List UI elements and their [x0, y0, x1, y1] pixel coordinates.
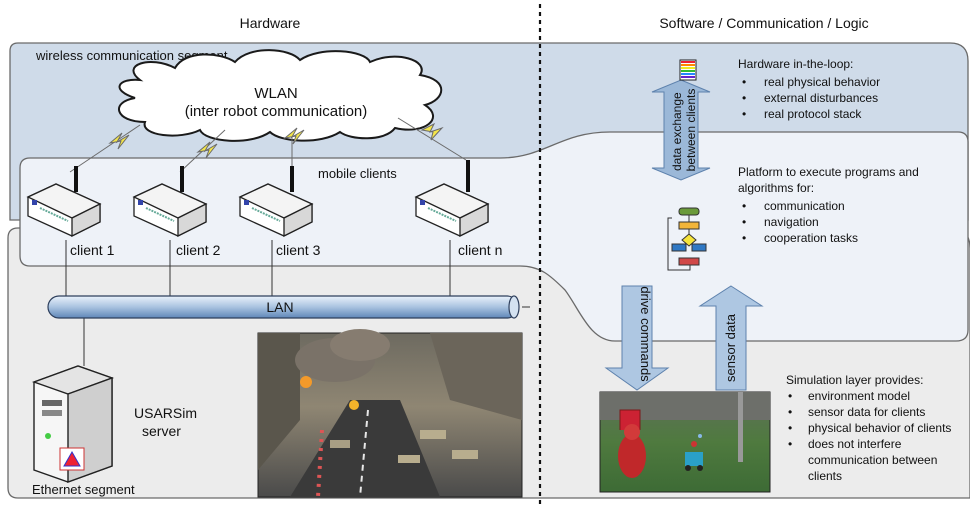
wireless-links: [69, 117, 467, 173]
hil-item: real physical behavior: [764, 75, 880, 89]
simulation-screenshot-city: [257, 329, 523, 498]
client-label: client 1: [70, 242, 115, 258]
bullet: •: [788, 389, 792, 403]
wlan-cloud: WLAN (inter robot communication): [118, 49, 443, 142]
drive-commands-label: drive commands: [638, 286, 653, 382]
usarsim-logo-icon: [63, 450, 81, 467]
simulation-item: environment model: [808, 389, 910, 403]
flowchart-icon: [667, 207, 707, 271]
bullet: •: [742, 107, 746, 121]
sensor-data-label: sensor data: [723, 313, 738, 382]
sensor-data-arrow: sensor data: [698, 285, 764, 391]
bullet: •: [742, 215, 746, 229]
simulation-item: sensor data for clients: [808, 405, 925, 419]
lan-cable: LAN: [47, 295, 520, 319]
lan-label: LAN: [266, 299, 293, 315]
bullet: •: [742, 75, 746, 89]
platform-item: cooperation tasks: [764, 231, 858, 245]
lightning-icon: [420, 122, 444, 141]
bullet: •: [788, 405, 792, 419]
wlan-title: WLAN: [254, 85, 297, 102]
simulation-item: does not interfere: [808, 437, 902, 451]
router-client-1: client 1: [26, 166, 115, 258]
hil-title: Hardware in-the-loop:: [738, 57, 853, 71]
server-icon: USARSim server: [31, 365, 197, 483]
lightning-icon: [108, 132, 130, 150]
ethernet-segment-label: Ethernet segment: [32, 482, 135, 497]
simulation-item: physical behavior of clients: [808, 421, 951, 435]
router-client-2: client 2: [132, 166, 221, 258]
wireless-segment-label: wireless communication segment: [35, 48, 228, 63]
wlan-subtitle: (inter robot communication): [185, 103, 368, 120]
drive-commands-arrow: drive commands: [604, 285, 670, 391]
lightning-icon: [283, 127, 305, 145]
router-client-n: client n: [414, 160, 502, 258]
platform-title-2: algorithms for:: [738, 181, 814, 195]
platform-item: navigation: [764, 215, 819, 229]
server-label-2: server: [142, 423, 181, 439]
platform-title-1: Platform to execute programs and: [738, 165, 919, 179]
bullet: •: [742, 199, 746, 213]
data-exchange-line-2: between clients: [684, 89, 698, 172]
data-exchange-arrow: data exchange between clients: [651, 79, 711, 181]
mobile-clients-label: mobile clients: [318, 166, 397, 181]
simulation-item: clients: [808, 469, 842, 483]
hil-item: real protocol stack: [764, 107, 862, 121]
bullet: •: [788, 421, 792, 435]
bullet: •: [742, 231, 746, 245]
data-exchange-line-1: data exchange: [670, 92, 684, 171]
hil-description: Hardware in-the-loop: • real physical be…: [738, 57, 880, 121]
client-label: client 2: [176, 242, 221, 258]
server-label-1: USARSim: [134, 405, 197, 421]
header-software: Software / Communication / Logic: [659, 15, 868, 31]
simulation-description: Simulation layer provides: • environment…: [786, 373, 951, 483]
client-label: client 3: [276, 242, 321, 258]
bullet: •: [788, 437, 792, 451]
data-exchange-label: data exchange between clients: [670, 89, 698, 172]
lightning-icon: [196, 141, 218, 159]
lan-drops: [65, 240, 530, 366]
hil-item: external disturbances: [764, 91, 878, 105]
router-client-3: client 3: [238, 166, 321, 258]
simulation-item: communication between: [808, 453, 937, 467]
data-stack-icon: [679, 59, 697, 81]
platform-item: communication: [764, 199, 845, 213]
simulation-title: Simulation layer provides:: [786, 373, 923, 387]
header-hardware: Hardware: [240, 15, 301, 31]
client-label: client n: [458, 242, 502, 258]
simulation-screenshot-robot: [599, 391, 771, 493]
bullet: •: [742, 91, 746, 105]
platform-description: Platform to execute programs and algorit…: [738, 165, 919, 245]
